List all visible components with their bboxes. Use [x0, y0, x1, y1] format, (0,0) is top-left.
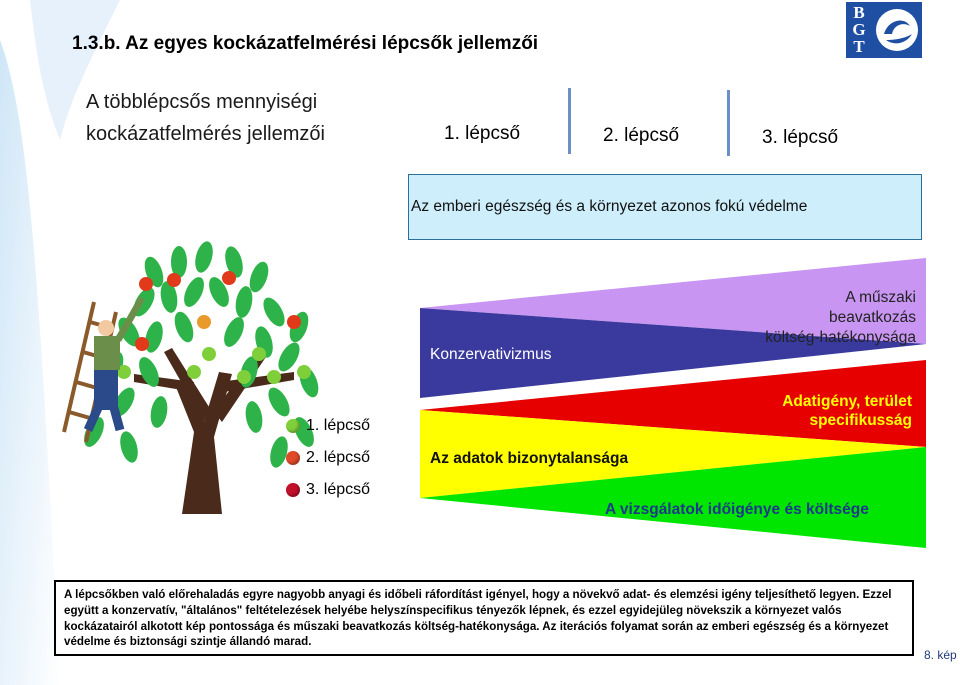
- subtitle-line2: kockázatfelmérés jellemzői: [86, 123, 325, 145]
- step-header-3: 3. lépcső: [762, 127, 839, 148]
- legend-step-2-label: 2. lépcső: [306, 449, 371, 466]
- tech-cost-wedge: [420, 258, 926, 344]
- logo-letter-g: G: [852, 20, 866, 39]
- data-need-label: Adatigény, terület specifikusság: [700, 392, 912, 430]
- logo-letter-t: T: [853, 37, 865, 56]
- logo-letter-b: B: [853, 3, 865, 22]
- red-apple-icon: [286, 483, 300, 497]
- time-cost-label: A vizsgálatok időigénye és költsége: [605, 501, 869, 518]
- legend-step-1-label: 1. lépcső: [306, 417, 371, 434]
- uncertainty-wedge: [420, 410, 926, 498]
- subtitle-line1: A többlépcsős mennyiségi: [86, 91, 318, 113]
- person-picking: [83, 296, 146, 432]
- data-need-label-line2: specifikusság: [809, 412, 912, 429]
- tech-cost-label-line2: beavatkozás: [828, 309, 916, 326]
- conservatism-wedge: [420, 308, 926, 398]
- logo-emblem-icon: [876, 9, 918, 51]
- uncertainty-label: Az adatok bizonytalansága: [430, 450, 629, 467]
- legend-step-1: 1. lépcső: [286, 417, 370, 435]
- legend-step-2: 2. lépcső: [286, 449, 370, 467]
- tree-illustration: [54, 232, 384, 514]
- tech-cost-label: A műszaki beavatkozás költség-hatékonysá…: [700, 288, 916, 348]
- page-number: 8. kép: [924, 648, 957, 662]
- legend-step-3-label: 3. lépcső: [306, 481, 371, 498]
- step-separator-2: [727, 90, 730, 156]
- step-header-1: 1. lépcső: [444, 123, 521, 144]
- time-cost-wedge: [420, 447, 926, 548]
- step-separator-1: [568, 88, 571, 154]
- explanation-note: A lépcsőkben való előrehaladás egyre nag…: [54, 580, 914, 656]
- data-need-wedge: [420, 360, 926, 447]
- green-apple-icon: [286, 419, 300, 433]
- bgt-logo: B G T: [846, 2, 922, 58]
- tech-cost-label-line1: A műszaki: [845, 289, 916, 306]
- conservatism-label: Konzervativizmus: [430, 346, 552, 363]
- page-title: 1.3.b. Az egyes kockázatfelmérési lépcső…: [72, 33, 539, 54]
- orange-apple-icon: [286, 451, 300, 465]
- tree-apples: [117, 271, 311, 384]
- legend-step-3: 3. lépcső: [286, 481, 370, 499]
- subtitle: A többlépcsős mennyiségi kockázatfelméré…: [86, 86, 325, 150]
- step-header-2: 2. lépcső: [603, 125, 680, 146]
- protection-level-label: Az emberi egészség és a környezet azonos…: [411, 198, 808, 215]
- data-need-label-line1: Adatigény, terület: [782, 393, 912, 410]
- tech-cost-label-line3: költség-hatékonysága: [765, 329, 916, 346]
- protection-level-box: Az emberi egészség és a környezet azonos…: [408, 174, 922, 240]
